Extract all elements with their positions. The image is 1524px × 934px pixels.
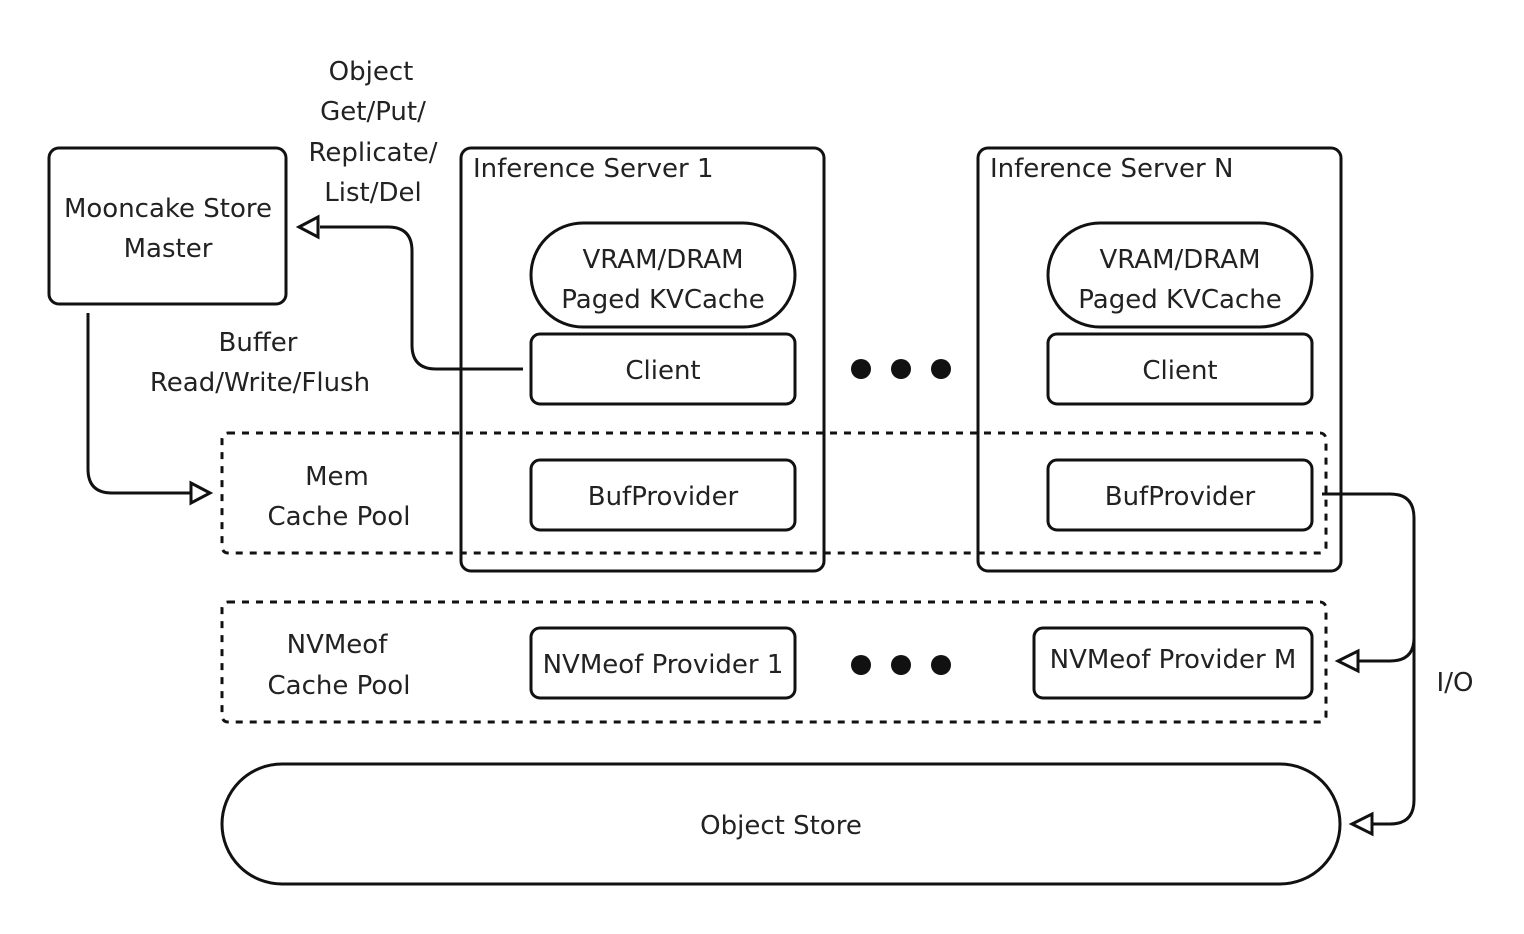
server-n-bufprovider-label: BufProvider — [1105, 482, 1256, 512]
server-n-vram-dram-pill — [1046, 221, 1314, 329]
nvmeof-provider-m-box — [1032, 626, 1314, 700]
io-branch-to-nvmeof-edge — [1358, 637, 1416, 663]
inference-server-n-title: Inference Server N — [990, 154, 1233, 184]
server-n-client-box — [1046, 332, 1314, 406]
providers-ellipsis-dot-3 — [931, 655, 951, 675]
server-1-vram-line-2: Paged KVCache — [561, 285, 764, 315]
object-ops-label-line-4: List/Del — [324, 178, 421, 208]
master-label-line-2: Master — [124, 234, 213, 264]
server-n-vram-line-2: Paged KVCache — [1078, 285, 1281, 315]
inference-server-n-frame — [976, 146, 1343, 573]
server-1-bufprovider-box — [529, 458, 797, 532]
mem-cache-pool-label-line-2: Cache Pool — [268, 502, 411, 532]
server-n-bufprovider-box — [1046, 458, 1314, 532]
nvmeof-provider-m-label: NVMeof Provider M — [1050, 645, 1297, 675]
nvmeof-provider-1-label: NVMeof Provider 1 — [543, 650, 784, 680]
servers-ellipsis-dot-3 — [931, 359, 951, 379]
servers-ellipsis-dot-2 — [891, 359, 911, 379]
server-1-client-label: Client — [625, 356, 700, 386]
io-label: I/O — [1437, 668, 1474, 698]
master-arrowhead — [295, 214, 320, 240]
mem-cache-pool-region — [220, 431, 1328, 555]
server-n-vram-line-1: VRAM/DRAM — [1099, 245, 1260, 275]
nvmeof-cache-pool-label-line-2: Cache Pool — [268, 671, 411, 701]
buffer-ops-label-line-1: Buffer — [219, 328, 298, 358]
object-store-label: Object Store — [700, 811, 862, 841]
object-store-arrowhead — [1348, 811, 1374, 837]
server-n-client-label: Client — [1142, 356, 1217, 386]
object-store-pill — [220, 762, 1342, 886]
client-to-master-edge — [320, 225, 523, 371]
nvmeof-cache-pool-region — [220, 600, 1328, 724]
buffer-ops-label-line-2: Read/Write/Flush — [150, 368, 370, 398]
servers-ellipsis-dot-1 — [851, 359, 871, 379]
object-ops-label-line-1: Object — [329, 57, 414, 87]
nvmeof-pool-arrowhead — [1334, 648, 1360, 674]
nvmeof-provider-1-box — [529, 626, 797, 700]
nvmeof-cache-pool-label-line-1: NVMeof — [287, 630, 389, 660]
object-ops-label-line-3: Replicate/ — [308, 138, 437, 168]
server-1-vram-line-1: VRAM/DRAM — [582, 245, 743, 275]
inference-server-1-frame — [459, 146, 826, 573]
inference-server-1-title: Inference Server 1 — [473, 154, 714, 184]
server-1-vram-dram-pill — [529, 221, 797, 329]
providers-ellipsis-dot-2 — [891, 655, 911, 675]
object-ops-label-line-2: Get/Put/ — [320, 97, 426, 127]
mem-pool-arrowhead — [189, 480, 214, 506]
providers-ellipsis-dot-1 — [851, 655, 871, 675]
master-label-line-1: Mooncake Store — [64, 194, 272, 224]
server-1-client-box — [529, 332, 797, 406]
mem-cache-pool-label-line-1: Mem — [305, 462, 369, 492]
mooncake-store-master-box — [47, 146, 288, 306]
master-to-mem-pool-edge — [86, 313, 191, 495]
bufprovider-io-edge — [1322, 492, 1416, 826]
server-1-bufprovider-label: BufProvider — [588, 482, 739, 512]
